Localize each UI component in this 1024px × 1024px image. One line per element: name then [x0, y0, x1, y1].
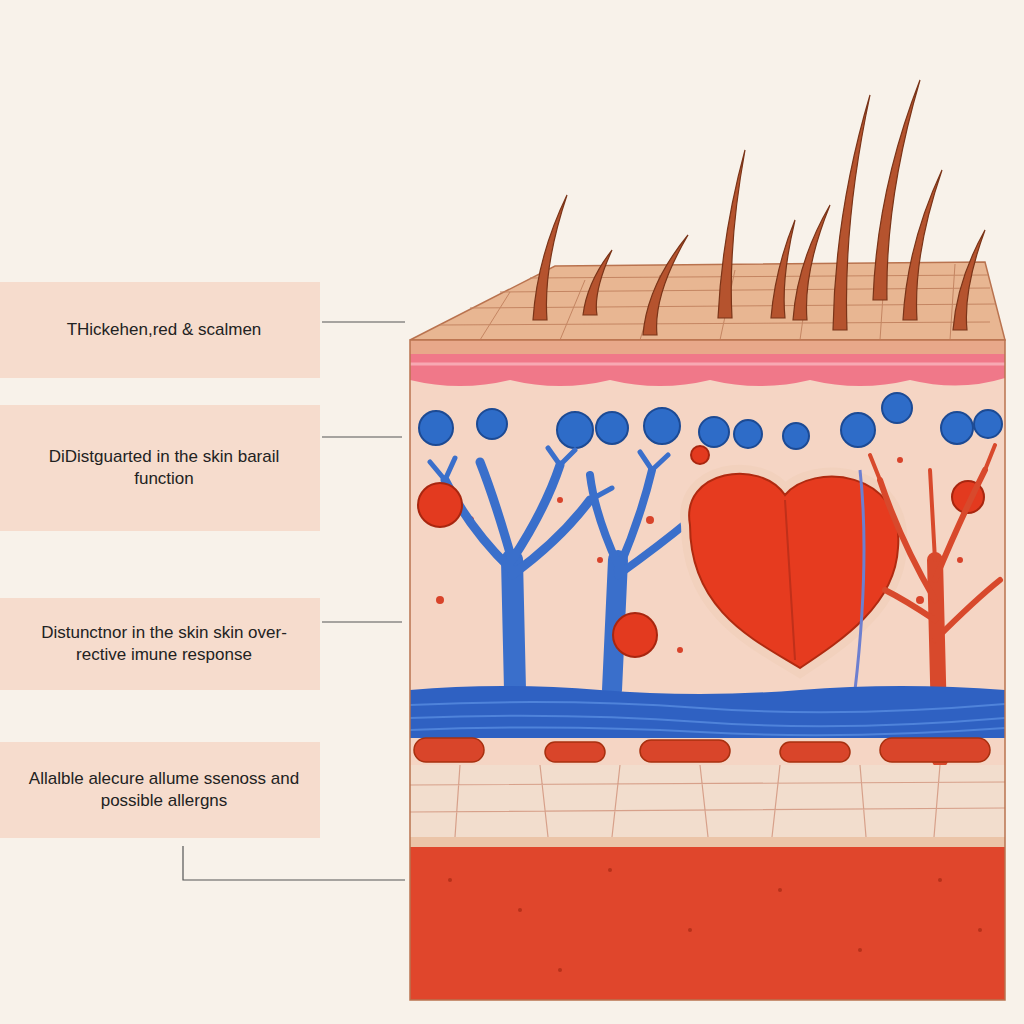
cell	[613, 613, 657, 657]
speckle	[557, 497, 563, 503]
callout-box: Distunctnor in the skin skin over-rectiv…	[0, 598, 320, 690]
hairs	[533, 80, 985, 335]
cell	[841, 413, 875, 447]
cell	[941, 412, 973, 444]
speckle	[558, 968, 562, 972]
cell	[691, 446, 709, 464]
muscle-layer	[410, 847, 1005, 1000]
nerve	[855, 470, 864, 690]
cell	[882, 393, 912, 423]
callout-box: Allalble alecure allume ssenoss and poss…	[0, 742, 320, 838]
hair	[903, 170, 942, 320]
vessel	[880, 738, 990, 762]
leader-line	[183, 846, 405, 880]
cell	[734, 420, 762, 448]
section-outline	[410, 340, 1005, 1000]
cell-walls	[410, 765, 1005, 837]
callout-text: Distunctnor in the skin skin over-rectiv…	[24, 622, 304, 666]
speckle	[646, 516, 654, 524]
speckle	[608, 868, 612, 872]
lesion-rim	[689, 474, 898, 668]
cell	[419, 411, 453, 445]
vessel	[780, 742, 850, 762]
blue-cells	[419, 393, 1002, 449]
vessel	[545, 742, 605, 762]
vessel	[640, 740, 730, 762]
blue-layer-fibres	[410, 702, 1005, 735]
cell	[477, 409, 507, 439]
speckle	[436, 596, 444, 604]
callout-text: DiDistguarted in the skin barail functio…	[24, 446, 304, 490]
hair	[583, 250, 612, 315]
epidermis-edge	[410, 340, 1005, 354]
callout-text: THickehen,red & scalmen	[67, 319, 262, 341]
cell	[644, 408, 680, 444]
vessel-branch	[590, 470, 690, 575]
epidermis-band	[410, 354, 1005, 386]
blue-layer	[410, 686, 1005, 738]
cell	[974, 410, 1002, 438]
subcutaneous-layer	[410, 765, 1005, 837]
leader-line	[322, 321, 405, 322]
cell	[783, 423, 809, 449]
speckle	[448, 878, 452, 882]
vessel-branch	[445, 462, 590, 575]
hair	[643, 235, 688, 335]
hair	[833, 95, 870, 330]
callout-text: Allalble alecure allume ssenoss and poss…	[24, 768, 304, 812]
speckle	[858, 948, 862, 952]
hair	[533, 195, 567, 320]
cell	[557, 412, 593, 448]
hair	[718, 150, 745, 318]
hair	[793, 205, 830, 320]
speckle	[897, 457, 903, 463]
vessel-branch	[880, 470, 1000, 640]
fascia	[410, 837, 1005, 847]
cell	[699, 417, 729, 447]
speckle	[957, 557, 963, 563]
cell	[596, 412, 628, 444]
band-stripe	[410, 363, 1005, 366]
inflamed-lesion	[689, 474, 898, 668]
lesion-fold	[785, 500, 795, 660]
leader-line	[322, 621, 402, 622]
speckle	[938, 878, 942, 882]
speckle	[597, 557, 603, 563]
fat-cells	[410, 765, 1005, 837]
muscle-speckles	[448, 868, 982, 972]
speckle	[688, 928, 692, 932]
fibre	[410, 702, 1005, 712]
leader-line	[322, 436, 402, 437]
callout-box: THickehen,red & scalmen	[0, 282, 320, 378]
skin-section	[410, 340, 1005, 1000]
cell	[418, 483, 462, 527]
fibre	[410, 716, 1005, 726]
speckle	[916, 596, 924, 604]
speckle	[677, 647, 683, 653]
vessel	[414, 738, 484, 762]
hair	[953, 230, 985, 330]
blue-vessels	[430, 448, 705, 690]
speckle	[518, 908, 522, 912]
red-vessel-layer	[414, 738, 990, 762]
hair	[771, 220, 795, 318]
vessel-twig	[870, 445, 995, 560]
fibre	[410, 727, 1005, 735]
callout-box: DiDistguarted in the skin barail functio…	[0, 405, 320, 531]
speckle	[778, 888, 782, 892]
vessel-trunk	[512, 560, 515, 690]
speckle	[978, 928, 982, 932]
